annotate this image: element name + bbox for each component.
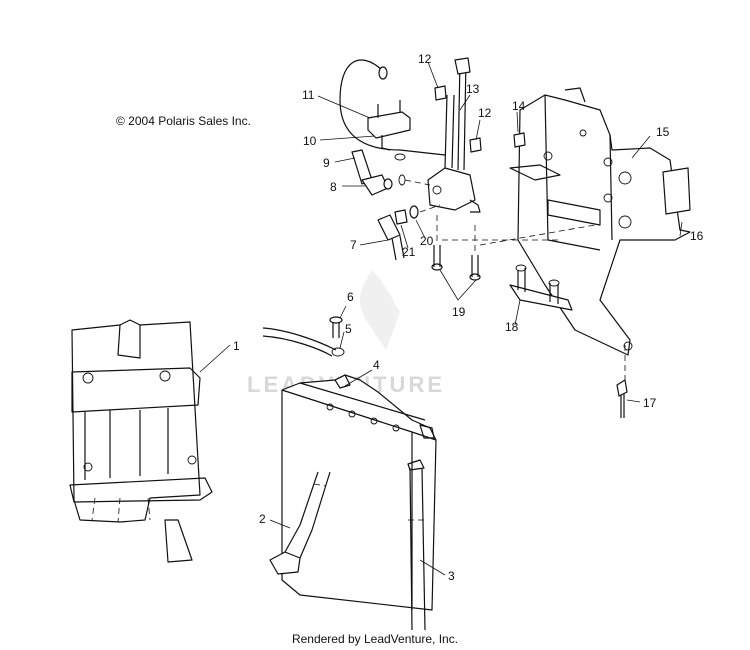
callout-2: 2 [259, 512, 266, 526]
callout-1: 1 [233, 339, 240, 353]
callout-8: 8 [330, 180, 337, 194]
callout-9: 9 [323, 156, 330, 170]
callout-7: 7 [350, 238, 357, 252]
battery-part-4[interactable] [281, 374, 437, 611]
callout-10: 10 [303, 134, 317, 148]
callout-6: 6 [347, 290, 354, 304]
nut-part-21[interactable] [394, 209, 408, 225]
callout-13: 13 [466, 82, 480, 96]
nut-part-14[interactable] [513, 132, 526, 148]
callout-12b: 12 [478, 106, 492, 120]
watermark-logo-icon [359, 270, 400, 350]
cable-end-part-7[interactable] [377, 214, 405, 261]
callout-11: 11 [302, 88, 315, 102]
rivet-part-17[interactable] [616, 379, 628, 418]
callout-18: 18 [505, 320, 519, 334]
callout-14: 14 [512, 99, 526, 113]
battery-cable-part-3[interactable] [407, 459, 426, 631]
footer-credit: Rendered by LeadVenture, Inc. [291, 632, 459, 646]
battery-box-part-1[interactable] [69, 319, 213, 563]
callout-5: 5 [345, 322, 352, 336]
solenoid-part-13[interactable] [427, 57, 481, 213]
cable-end-part-8[interactable] [361, 174, 406, 196]
callout-4: 4 [373, 358, 380, 372]
bracket-part-15[interactable] [509, 87, 691, 356]
wire-part-10[interactable] [339, 59, 446, 161]
callout-21: 21 [402, 245, 416, 259]
washer-part-20[interactable] [409, 205, 419, 219]
copyright-text: © 2004 Polaris Sales Inc. [116, 114, 251, 128]
callout-16: 16 [690, 229, 704, 243]
bracket-part-18[interactable] [509, 264, 573, 311]
relay-part-11[interactable] [367, 100, 411, 151]
callout-15: 15 [656, 125, 670, 139]
callout-17: 17 [643, 396, 657, 410]
screw-part-19[interactable] [431, 215, 481, 281]
callout-19: 19 [452, 305, 466, 319]
ground-cable-part-5[interactable] [262, 327, 345, 357]
decal-part-16[interactable] [662, 167, 691, 215]
callout-12a: 12 [418, 52, 432, 66]
callout-20: 20 [420, 234, 434, 248]
battery-cable-part-2[interactable] [269, 471, 331, 575]
bolt-part-6[interactable] [329, 316, 343, 338]
callout-3: 3 [448, 569, 455, 583]
leader-lines [199, 61, 683, 576]
